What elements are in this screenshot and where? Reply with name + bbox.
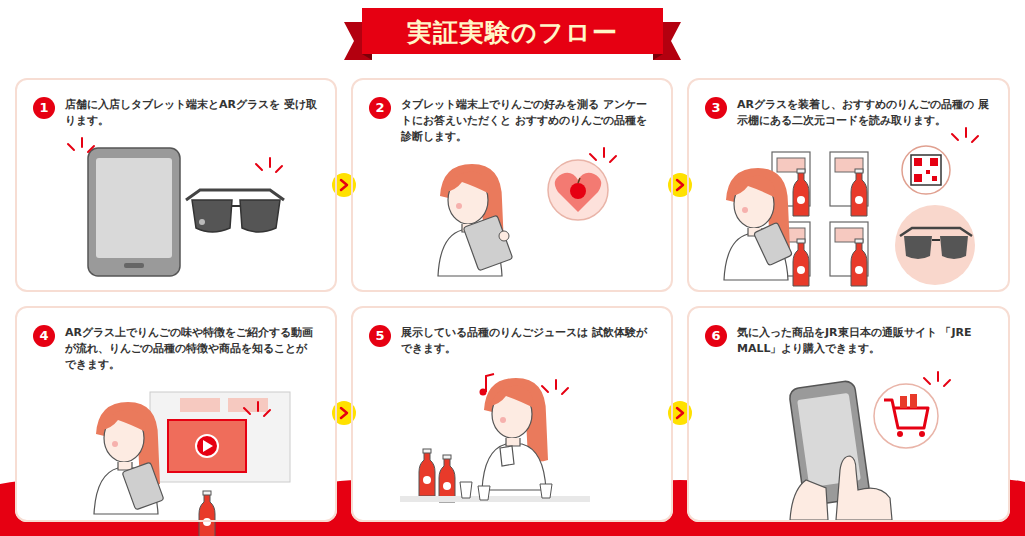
title-banner: 実証実験のフロー [370,12,655,52]
step-number: 6 [705,325,727,347]
step-card: 4 ARグラス上でりんごの味や特徴をご紹介する動画 が流れ、りんごの品種の特徴や商… [15,306,337,522]
title-text: 実証実験のフロー [407,16,618,49]
step-text: 店舗に入店しタブレット端末とARグラスを 受け取ります。 [65,97,317,129]
step-number: 5 [369,325,391,347]
step-text: 展示している品種のりんごジュースは 試飲体験ができます。 [401,325,653,357]
step-number: 1 [33,97,55,119]
step-text: ARグラスを装着し、おすすめのりんごの品種の 展示棚にある二次元コードを読み取り… [737,97,989,129]
step-text: ARグラス上でりんごの味や特徴をご紹介する動画 が流れ、りんごの品種の特徴や商品… [65,325,317,373]
step-text: タブレット端末上でりんごの好みを測る アンケートにお答えいただくと おすすめのり… [401,97,653,145]
step-card: 5 展示している品種のりんごジュースは 試飲体験ができます。 [351,306,673,522]
step-number: 3 [705,97,727,119]
step-number: 2 [369,97,391,119]
step-card: 6 気に入った商品をJR東日本の通販サイト 「JRE MALL」より購入できます。 [687,306,1010,522]
step-card: 1 店舗に入店しタブレット端末とARグラスを 受け取ります。 [15,78,337,292]
step-card: 3 ARグラスを装着し、おすすめのりんごの品種の 展示棚にある二次元コードを読み取… [687,78,1010,292]
step-number: 4 [33,325,55,347]
step-card: 2 タブレット端末上でりんごの好みを測る アンケートにお答えいただくと おすすめの… [351,78,673,292]
step-text: 気に入った商品をJR東日本の通販サイト 「JRE MALL」より購入できます。 [737,325,989,357]
